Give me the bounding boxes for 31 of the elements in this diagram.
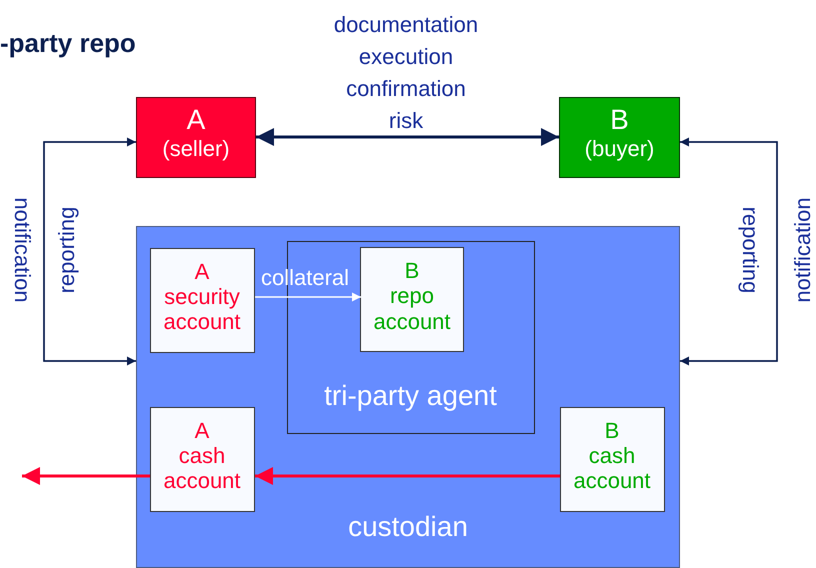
- box-heading: B: [604, 418, 620, 443]
- box-heading: B: [404, 258, 420, 284]
- edge-label: reporting: [54, 206, 80, 294]
- edge-label: reporting: [737, 206, 763, 294]
- box-heading: B: [610, 104, 629, 136]
- box-heading: A: [186, 104, 206, 136]
- box-heading: A: [194, 258, 210, 284]
- box-label: repo account: [372, 283, 452, 334]
- box-label: security account: [162, 284, 242, 334]
- edge-label: notification: [9, 197, 35, 303]
- box-label: cash account: [162, 442, 242, 494]
- diagram-title: -party repo: [0, 28, 136, 59]
- arrow: [256, 128, 559, 146]
- box-label: cash account: [572, 442, 652, 494]
- arrow: [255, 292, 361, 302]
- party-box: [136, 97, 256, 178]
- account-box: [360, 247, 464, 352]
- box-label: custodian: [348, 510, 468, 543]
- box-heading: A: [194, 418, 210, 443]
- arrow: [255, 467, 560, 485]
- box-label: tri-party agent: [324, 380, 497, 412]
- arrow: [22, 467, 150, 485]
- custodian-panel: [136, 226, 680, 568]
- box-label: (buyer): [584, 136, 654, 162]
- edge-label: notification: [790, 197, 816, 303]
- edge-label: documentation execution confirmation risk: [334, 11, 478, 135]
- account-box: [150, 406, 254, 512]
- account-box: [150, 248, 254, 352]
- party-box: [559, 97, 680, 178]
- box-label: (seller): [162, 136, 230, 162]
- account-box: [560, 406, 664, 512]
